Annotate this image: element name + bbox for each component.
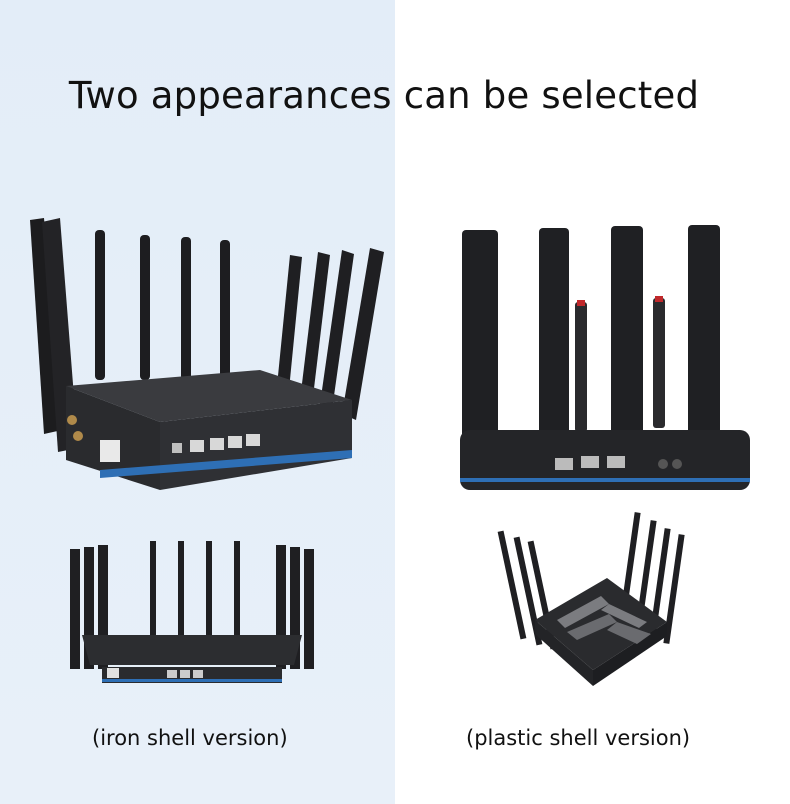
plastic-shell-caption: (plastic shell version) <box>466 726 691 750</box>
page-title: Two appearances can be selected <box>68 74 700 117</box>
iron-router-small <box>70 541 314 683</box>
iron-shell-caption: (iron shell version) <box>92 726 288 750</box>
plastic-router-small <box>497 512 685 686</box>
iron-router-large <box>30 218 384 490</box>
plastic-router-large <box>460 225 750 490</box>
